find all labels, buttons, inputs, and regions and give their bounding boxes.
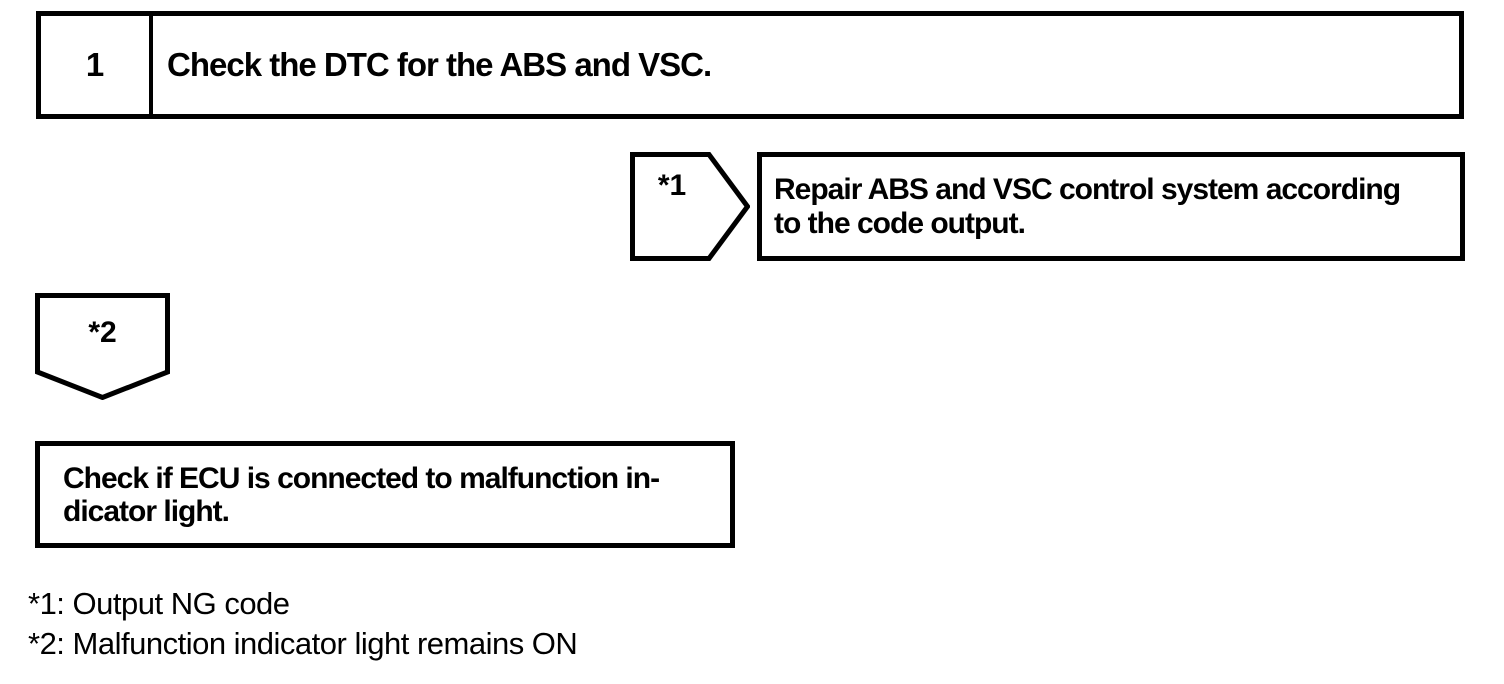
branch-arrow-down-icon	[35, 293, 170, 400]
next-step-line-1: Check if ECU is connected to malfunction…	[63, 461, 660, 495]
step-header-box: 1 Check the DTC for the ABS and VSC.	[36, 11, 1464, 119]
footnote-2: *2: Malfunction indicator light remains …	[28, 626, 578, 661]
ok-branch-tag: *2	[88, 316, 117, 349]
next-step-box: Check if ECU is connected to malfunction…	[35, 441, 735, 548]
ng-action-line-2: to the code output.	[774, 206, 1026, 240]
ng-action-line-1: Repair ABS and VSC control system accord…	[774, 172, 1401, 206]
ng-action-box: Repair ABS and VSC control system accord…	[757, 152, 1465, 261]
footnote-1: *1: Output NG code	[28, 586, 290, 621]
step-title: Check the DTC for the ABS and VSC.	[167, 46, 712, 83]
branch-arrow-right-icon	[630, 152, 750, 261]
ng-branch-tag: *1	[657, 169, 687, 202]
next-step-line-2: dicator light.	[63, 494, 230, 528]
footnote-legend: *1: Output NG code *2: Malfunction indic…	[28, 584, 578, 664]
step-number: 1	[41, 16, 153, 114]
